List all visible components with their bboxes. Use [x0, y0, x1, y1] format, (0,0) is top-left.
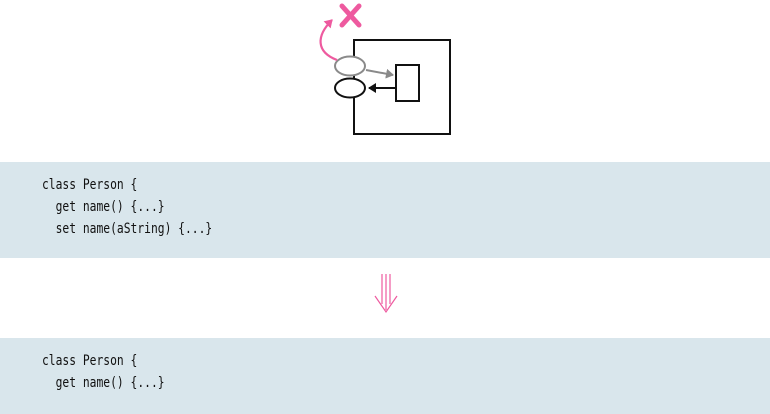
code-after-panel: class Person { get name() {...}: [0, 338, 770, 414]
remove-x-icon: [339, 3, 362, 28]
refactor-down-arrow-icon: [374, 274, 398, 314]
setter-port-icon: [334, 55, 366, 77]
code-line: get name() {...}: [42, 375, 165, 391]
code-line: class Person {: [42, 353, 138, 369]
curved-arrow-icon: [319, 19, 338, 62]
code-line: set name(aString) {...}: [42, 221, 213, 237]
code-line: get name() {...}: [42, 199, 165, 215]
getter-port-icon: [334, 77, 366, 99]
code-line: class Person {: [42, 177, 138, 193]
encapsulation-diagram: [319, 3, 451, 135]
code-before-panel: class Person { get name() {...} set name…: [0, 162, 770, 258]
setter-write-arrow: [365, 68, 394, 79]
field-box-icon: [395, 64, 420, 102]
